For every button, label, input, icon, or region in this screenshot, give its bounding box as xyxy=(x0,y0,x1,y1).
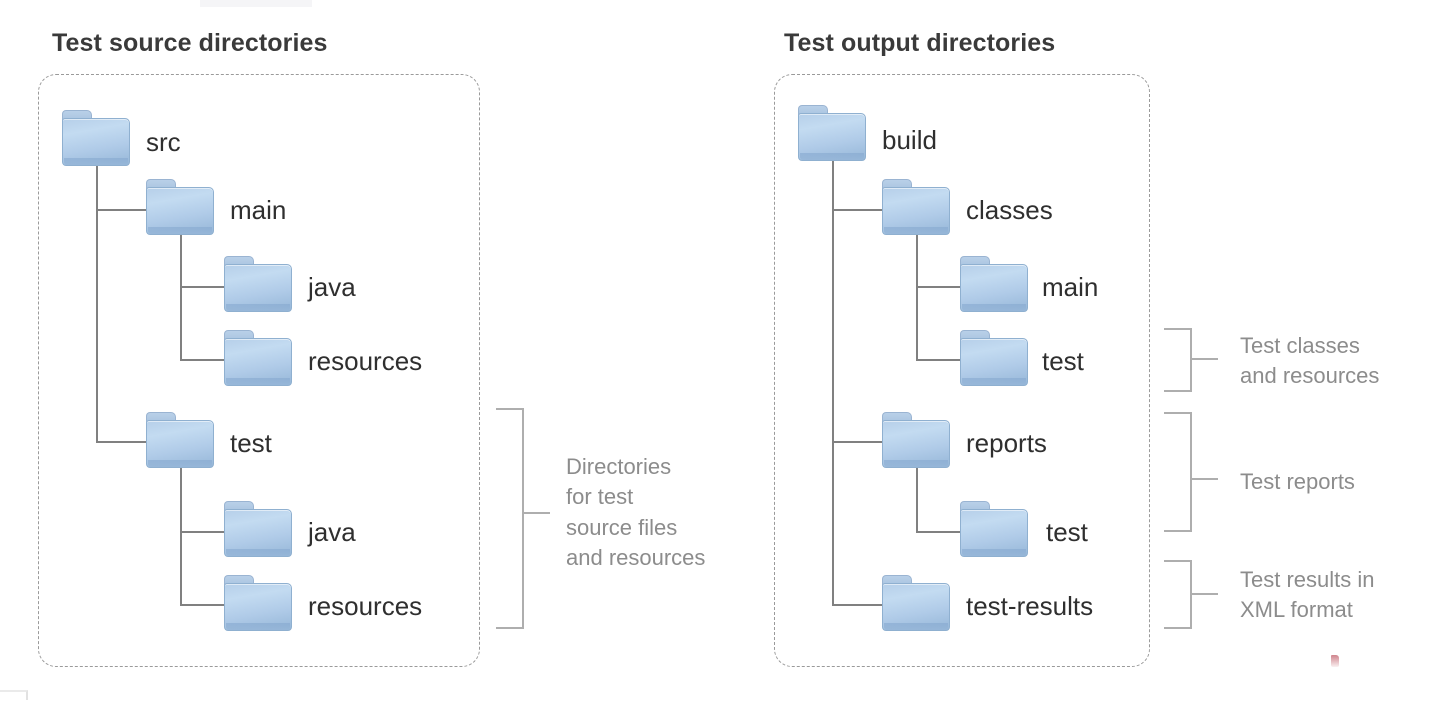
connector-main-trunk xyxy=(180,232,182,361)
folder-tab xyxy=(62,110,92,121)
top-edge-artifact xyxy=(200,0,312,7)
node-label-main-java: java xyxy=(308,272,356,302)
annotation-text-test-reports: Test reports xyxy=(1240,469,1355,494)
connector-main-to-resources xyxy=(180,359,228,361)
folder-icon-classes-main[interactable] xyxy=(960,256,1028,312)
folder-icon-reports[interactable] xyxy=(882,412,950,468)
annotation-text-directories-for-test-source: Directories for test source files and re… xyxy=(566,454,706,571)
folder-body xyxy=(882,187,950,235)
annotation-tick-1-right xyxy=(1190,358,1218,360)
connector-build-to-reports xyxy=(832,441,884,443)
panel-container-test-output-directories xyxy=(774,74,1150,667)
annotation-tick-1-left xyxy=(522,512,550,514)
folder-icon-main[interactable] xyxy=(146,179,214,235)
connector-build-to-test-results xyxy=(832,604,884,606)
node-label-test: test xyxy=(230,428,272,458)
folder-tab xyxy=(798,105,828,116)
folder-tab xyxy=(146,179,176,190)
annotation-bracket-2-right xyxy=(1164,412,1192,532)
folder-tab xyxy=(882,575,912,586)
connector-build-to-classes xyxy=(832,209,884,211)
connector-src-to-test xyxy=(96,441,148,443)
folder-icon-reports-test[interactable] xyxy=(960,501,1028,557)
folder-body xyxy=(146,420,214,468)
folder-icon-test-java[interactable] xyxy=(224,501,292,557)
connector-reports-trunk xyxy=(916,464,918,533)
folder-tab xyxy=(960,256,990,267)
folder-icon-test-resources[interactable] xyxy=(224,575,292,631)
connector-classes-to-main xyxy=(916,286,964,288)
panel-container-test-source-directories xyxy=(38,74,480,667)
node-label-classes-main: main xyxy=(1042,272,1099,302)
folder-tab xyxy=(146,412,176,423)
node-label-main-resources: resources xyxy=(308,346,423,376)
folder-icon-main-java[interactable] xyxy=(224,256,292,312)
annotation-bracket-3-right xyxy=(1164,560,1192,629)
folder-body xyxy=(224,338,292,386)
folder-tab xyxy=(224,330,254,341)
annotation-tick-3-right xyxy=(1190,593,1218,595)
folder-body xyxy=(798,113,866,161)
folder-icon-classes[interactable] xyxy=(882,179,950,235)
folder-icon-test-results[interactable] xyxy=(882,575,950,631)
folder-body xyxy=(960,509,1028,557)
folder-tab xyxy=(224,575,254,586)
node-label-test-resources: resources xyxy=(308,591,423,621)
folder-icon-main-resources[interactable] xyxy=(224,330,292,386)
folder-tab xyxy=(224,256,254,267)
node-label-test-java: java xyxy=(308,517,356,547)
node-label-build: build xyxy=(882,125,937,155)
connector-test-to-resources xyxy=(180,604,228,606)
folder-tab xyxy=(960,501,990,512)
folder-body xyxy=(882,420,950,468)
node-label-reports-test: test xyxy=(1046,517,1088,547)
folder-body xyxy=(62,118,130,166)
annotation-bracket-1-right xyxy=(1164,328,1192,392)
folder-body xyxy=(224,509,292,557)
connector-main-to-java xyxy=(180,286,228,288)
panel-title-test-source-directories: Test source directories xyxy=(52,29,328,57)
connector-src-to-main xyxy=(96,209,148,211)
node-label-test-results: test-results xyxy=(966,591,1094,621)
connector-classes-to-test xyxy=(916,359,964,361)
folder-tab xyxy=(882,179,912,190)
node-label-classes-test: test xyxy=(1042,346,1084,376)
annotation-text-test-results-in-xml-format: Test results in XML format xyxy=(1240,567,1375,623)
connector-src-trunk xyxy=(96,164,98,442)
folder-icon-test[interactable] xyxy=(146,412,214,468)
folder-body xyxy=(960,264,1028,312)
node-label-main: main xyxy=(230,195,287,225)
folder-tab xyxy=(960,330,990,341)
folder-tab xyxy=(224,501,254,512)
connector-test-to-java xyxy=(180,531,228,533)
node-label-classes: classes xyxy=(966,195,1053,225)
folder-body xyxy=(960,338,1028,386)
folder-icon-build[interactable] xyxy=(798,105,866,161)
folder-tab xyxy=(882,412,912,423)
connector-classes-trunk xyxy=(916,232,918,361)
connector-reports-to-test xyxy=(916,531,964,533)
folder-icon-src[interactable] xyxy=(62,110,130,166)
folder-body xyxy=(882,583,950,631)
annotation-text-test-classes-and-resources: Test classes and resources xyxy=(1240,333,1380,389)
bottom-left-artifact xyxy=(0,690,28,700)
panel-title-test-output-directories: Test output directories xyxy=(784,29,1056,57)
folder-body xyxy=(224,264,292,312)
cursor-marker-artifact xyxy=(1331,655,1339,667)
node-label-src: src xyxy=(146,127,181,157)
folder-body xyxy=(146,187,214,235)
annotation-bracket-1-left xyxy=(496,408,524,629)
folder-icon-classes-test[interactable] xyxy=(960,330,1028,386)
connector-build-trunk xyxy=(832,159,834,604)
node-label-reports: reports xyxy=(966,428,1047,458)
connector-test-trunk xyxy=(180,464,182,606)
annotation-tick-2-right xyxy=(1190,478,1218,480)
folder-body xyxy=(224,583,292,631)
